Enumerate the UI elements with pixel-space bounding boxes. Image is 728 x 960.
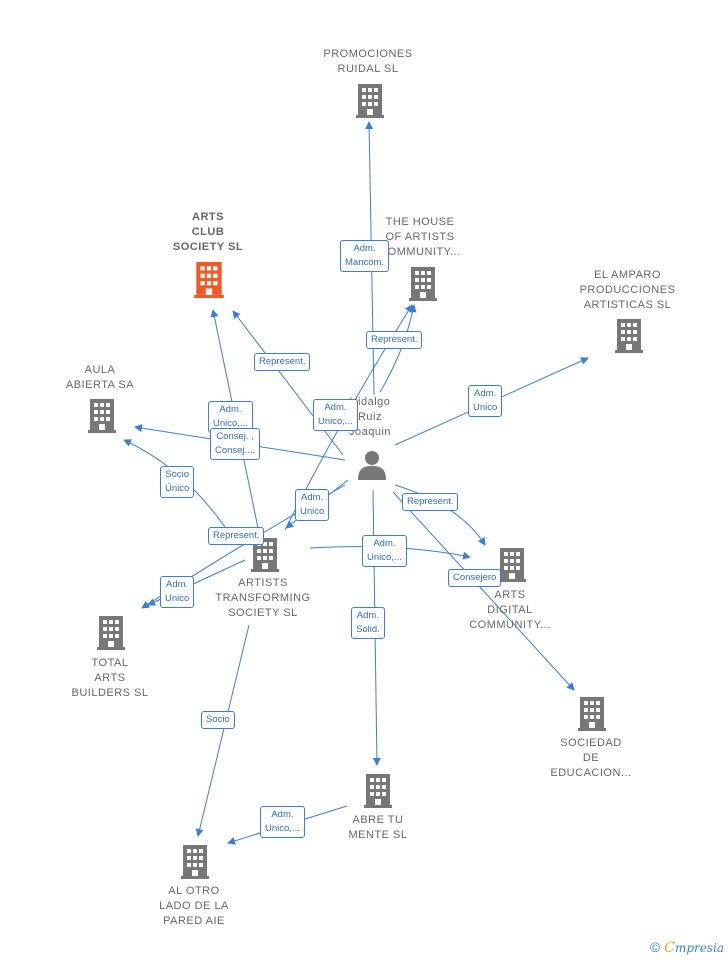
copyright-icon: ©: [649, 939, 661, 955]
edge-to-house-a: [379, 304, 417, 393]
relation-label[interactable]: Consejero: [448, 569, 502, 587]
relation-label[interactable]: Adm. Unico: [468, 385, 503, 417]
empresia-logo[interactable]: ©Cmpresia: [650, 939, 724, 956]
node-aula-label[interactable]: AULA ABIERTA SA: [65, 364, 135, 391]
relation-label[interactable]: Represent.: [402, 493, 459, 511]
node-artists-transforming-label[interactable]: ARTISTS TRANSFORMING SOCIETY SL: [215, 577, 311, 619]
node-arts-digital-label[interactable]: ARTS DIGITAL COMMUNITY...: [469, 589, 551, 631]
relation-label[interactable]: Adm. Mancom.: [340, 240, 390, 272]
edge-to-arts-club-a: [232, 310, 344, 456]
relation-label[interactable]: Consej. , Consej....: [210, 428, 261, 460]
building-icon: [578, 697, 606, 731]
building-icon: [88, 399, 116, 433]
relation-label[interactable]: Socio Único: [160, 466, 195, 498]
building-icon: [615, 319, 643, 353]
building-icon: [181, 845, 209, 879]
node-arts-club-label[interactable]: ARTS CLUB SOCIETY SL: [172, 211, 244, 253]
node-promociones-label[interactable]: PROMOCIONES RUIDAL SL: [323, 48, 413, 75]
node-house-label[interactable]: THE HOUSE OF ARTISTS COMMUNITY...: [379, 216, 461, 258]
relation-label[interactable]: Adm. Unico,...: [260, 806, 305, 838]
building-icon: [364, 774, 392, 808]
edge-to-sociedad: [392, 491, 575, 691]
node-abre-label[interactable]: ABRE TU MENTE SL: [348, 814, 408, 841]
node-sociedad-label[interactable]: SOCIEDAD DE EDUCACION...: [550, 737, 632, 779]
relation-label[interactable]: Adm. Unico,...: [313, 399, 358, 431]
building-icon: [194, 262, 224, 298]
relation-label[interactable]: Adm. Solid.: [351, 607, 385, 639]
relation-label[interactable]: Represent.: [254, 353, 311, 371]
relation-label[interactable]: Represent.: [208, 527, 265, 545]
node-person-label[interactable]: Hidalgo Ruiz Joaquin: [348, 396, 392, 438]
node-el-amparo-label[interactable]: EL AMPARO PRODUCCIONES ARTISTICAS SL: [579, 269, 676, 311]
relation-label[interactable]: Adm. Unico,...: [362, 535, 407, 567]
building-icon: [356, 84, 384, 118]
relation-label[interactable]: Represent.: [366, 331, 423, 349]
relation-label[interactable]: Adm. Unico: [295, 489, 330, 521]
relation-label[interactable]: Socio: [201, 711, 235, 729]
brand-name: mpresia: [674, 941, 724, 955]
node-al-otro-label[interactable]: AL OTRO LADO DE LA PARED AIE: [159, 885, 229, 927]
edge-to-al-otro-a: [195, 624, 250, 837]
building-icon: [409, 267, 437, 301]
node-total-arts-label[interactable]: TOTAL ARTS BUILDERS SL: [71, 657, 149, 699]
relation-label[interactable]: Adm. Unico: [160, 576, 195, 608]
building-icon: [498, 548, 526, 582]
brand-initial: C: [664, 940, 675, 956]
relation-label[interactable]: Adm. Unico,...: [208, 401, 253, 433]
building-icon: [97, 616, 125, 650]
person-icon: [358, 451, 386, 480]
